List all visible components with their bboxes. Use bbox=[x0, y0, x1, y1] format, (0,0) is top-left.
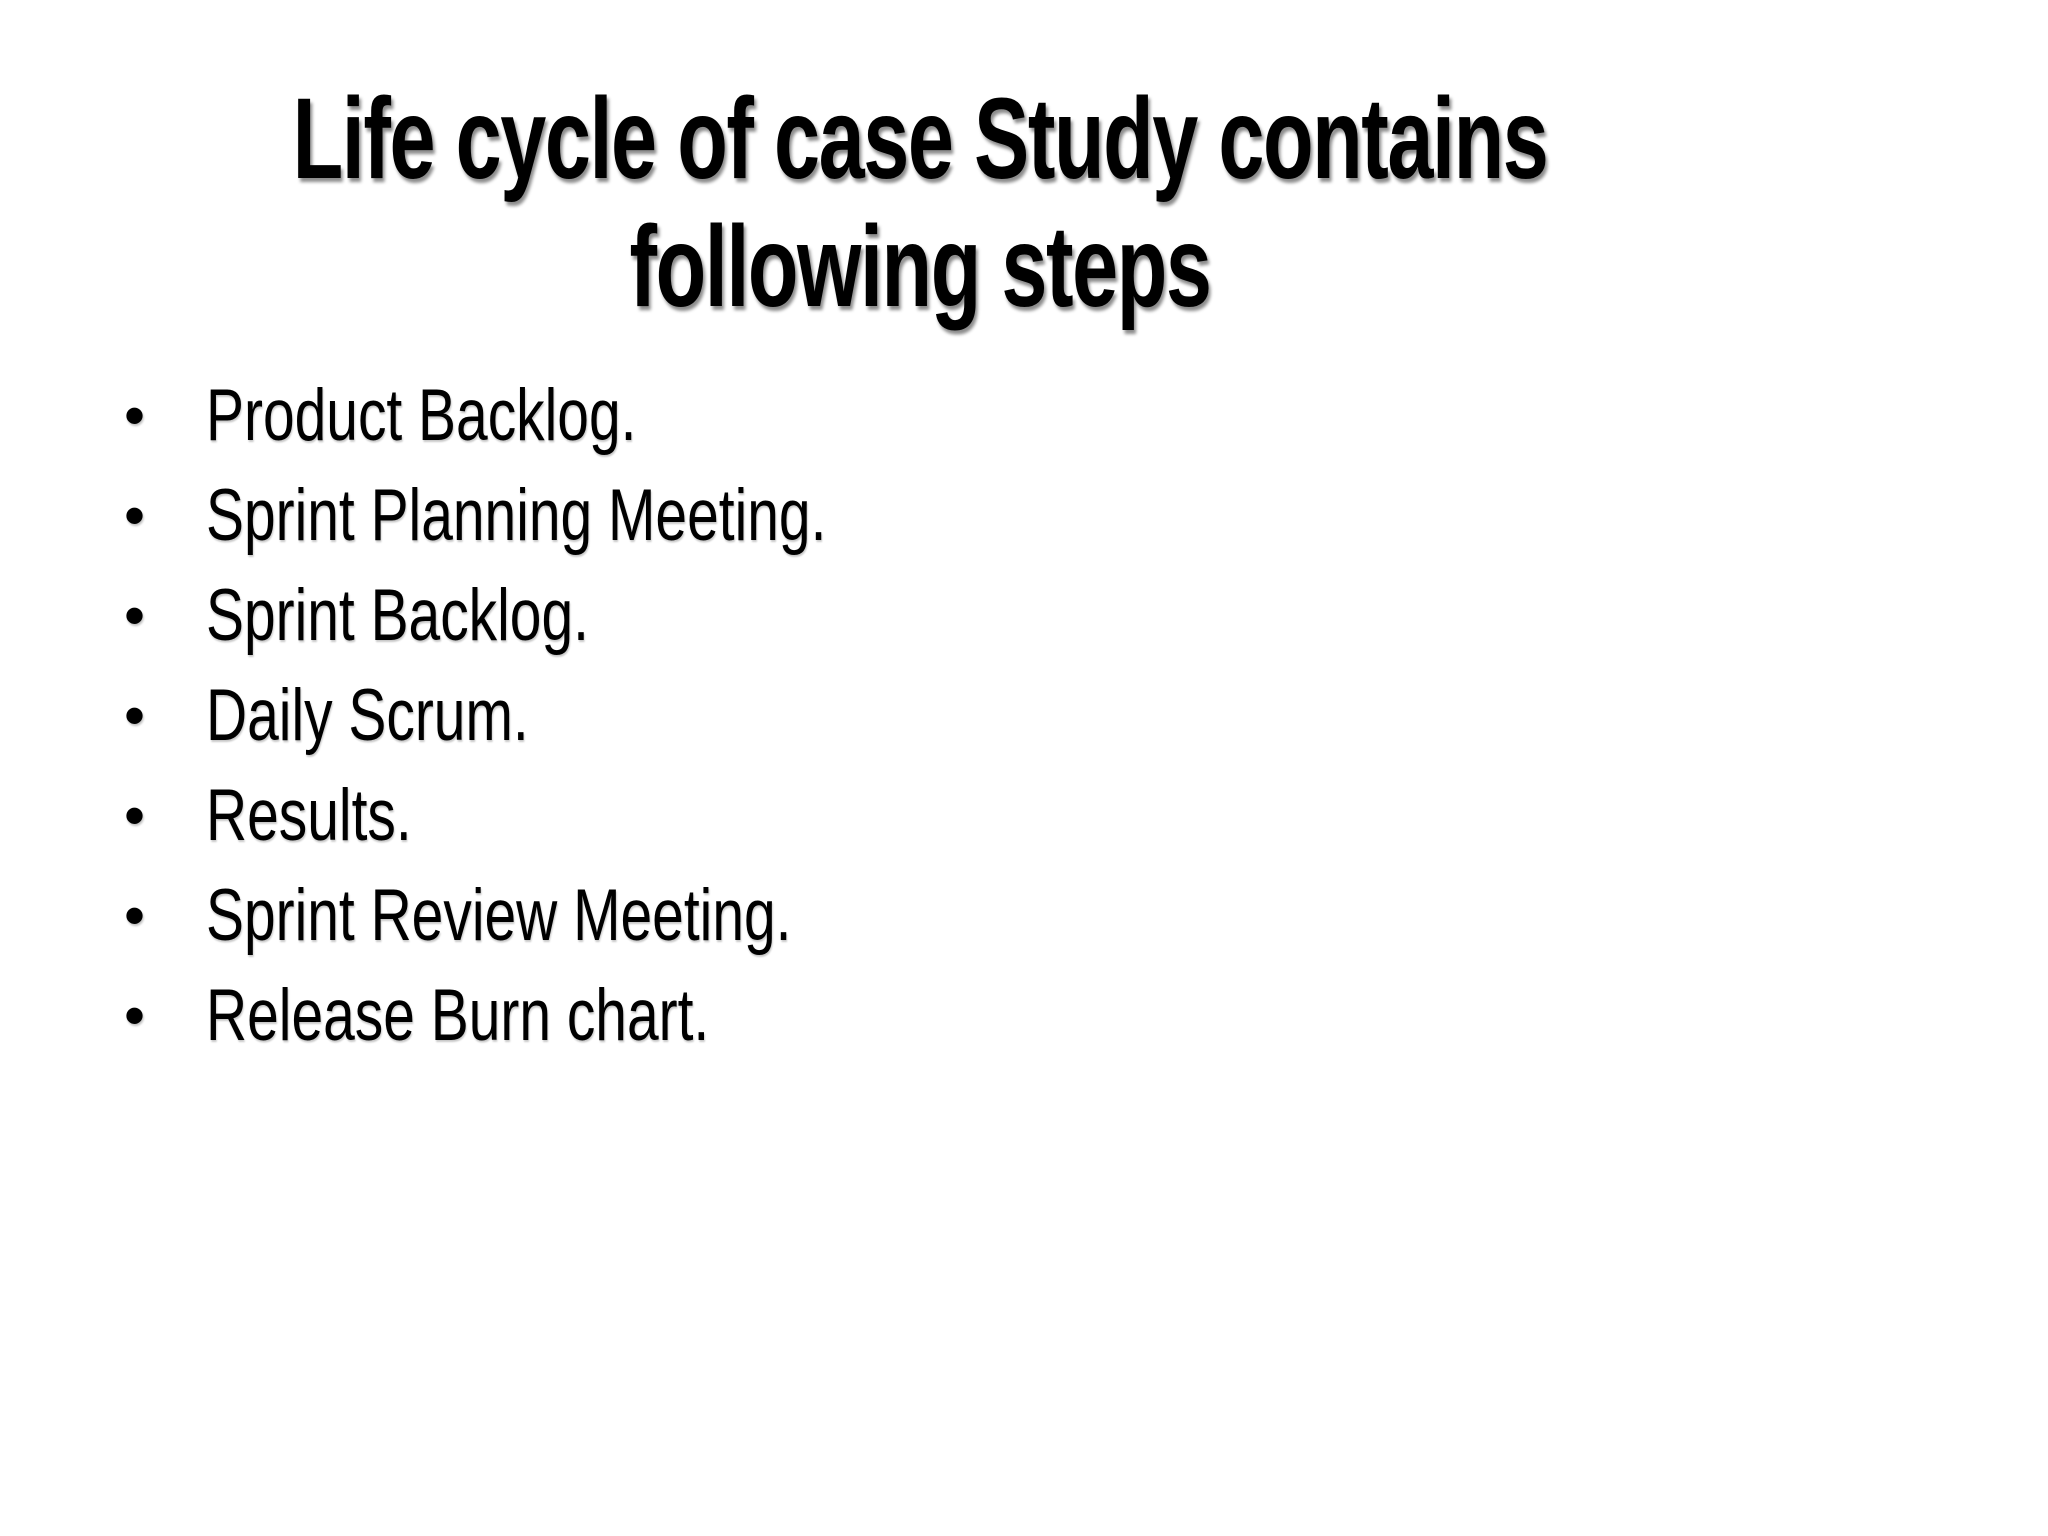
list-item: • Daily Scrum. bbox=[0, 665, 1400, 765]
bullet-icon: • bbox=[124, 681, 146, 749]
list-item: • Results. bbox=[0, 765, 1400, 865]
slide-title-line-1: Life cycle of case Study contains bbox=[292, 75, 1549, 203]
bullet-item-text: Sprint Review Meeting. bbox=[206, 874, 792, 956]
slide-title: Life cycle of case Study contains follow… bbox=[279, 75, 1561, 331]
bullet-item-text: Product Backlog. bbox=[206, 374, 637, 456]
bullet-item-text: Sprint Planning Meeting. bbox=[206, 474, 827, 556]
bullet-list: • Product Backlog. • Sprint Planning Mee… bbox=[0, 365, 1400, 1065]
list-item: • Product Backlog. bbox=[0, 365, 1400, 465]
bullet-icon: • bbox=[124, 781, 146, 849]
bullet-item-text: Release Burn chart. bbox=[206, 974, 710, 1056]
bullet-icon: • bbox=[124, 981, 146, 1049]
bullet-icon: • bbox=[124, 481, 146, 549]
bullet-item-text: Daily Scrum. bbox=[206, 674, 529, 756]
bullet-item-text: Results. bbox=[206, 774, 412, 856]
list-item: • Sprint Planning Meeting. bbox=[0, 465, 1400, 565]
bullet-icon: • bbox=[124, 381, 146, 449]
slide-title-line-2: following steps bbox=[629, 203, 1211, 331]
list-item: • Sprint Backlog. bbox=[0, 565, 1400, 665]
list-item: • Sprint Review Meeting. bbox=[0, 865, 1400, 965]
list-item: • Release Burn chart. bbox=[0, 965, 1400, 1065]
bullet-item-text: Sprint Backlog. bbox=[206, 574, 589, 656]
bullet-icon: • bbox=[124, 581, 146, 649]
bullet-icon: • bbox=[124, 881, 146, 949]
